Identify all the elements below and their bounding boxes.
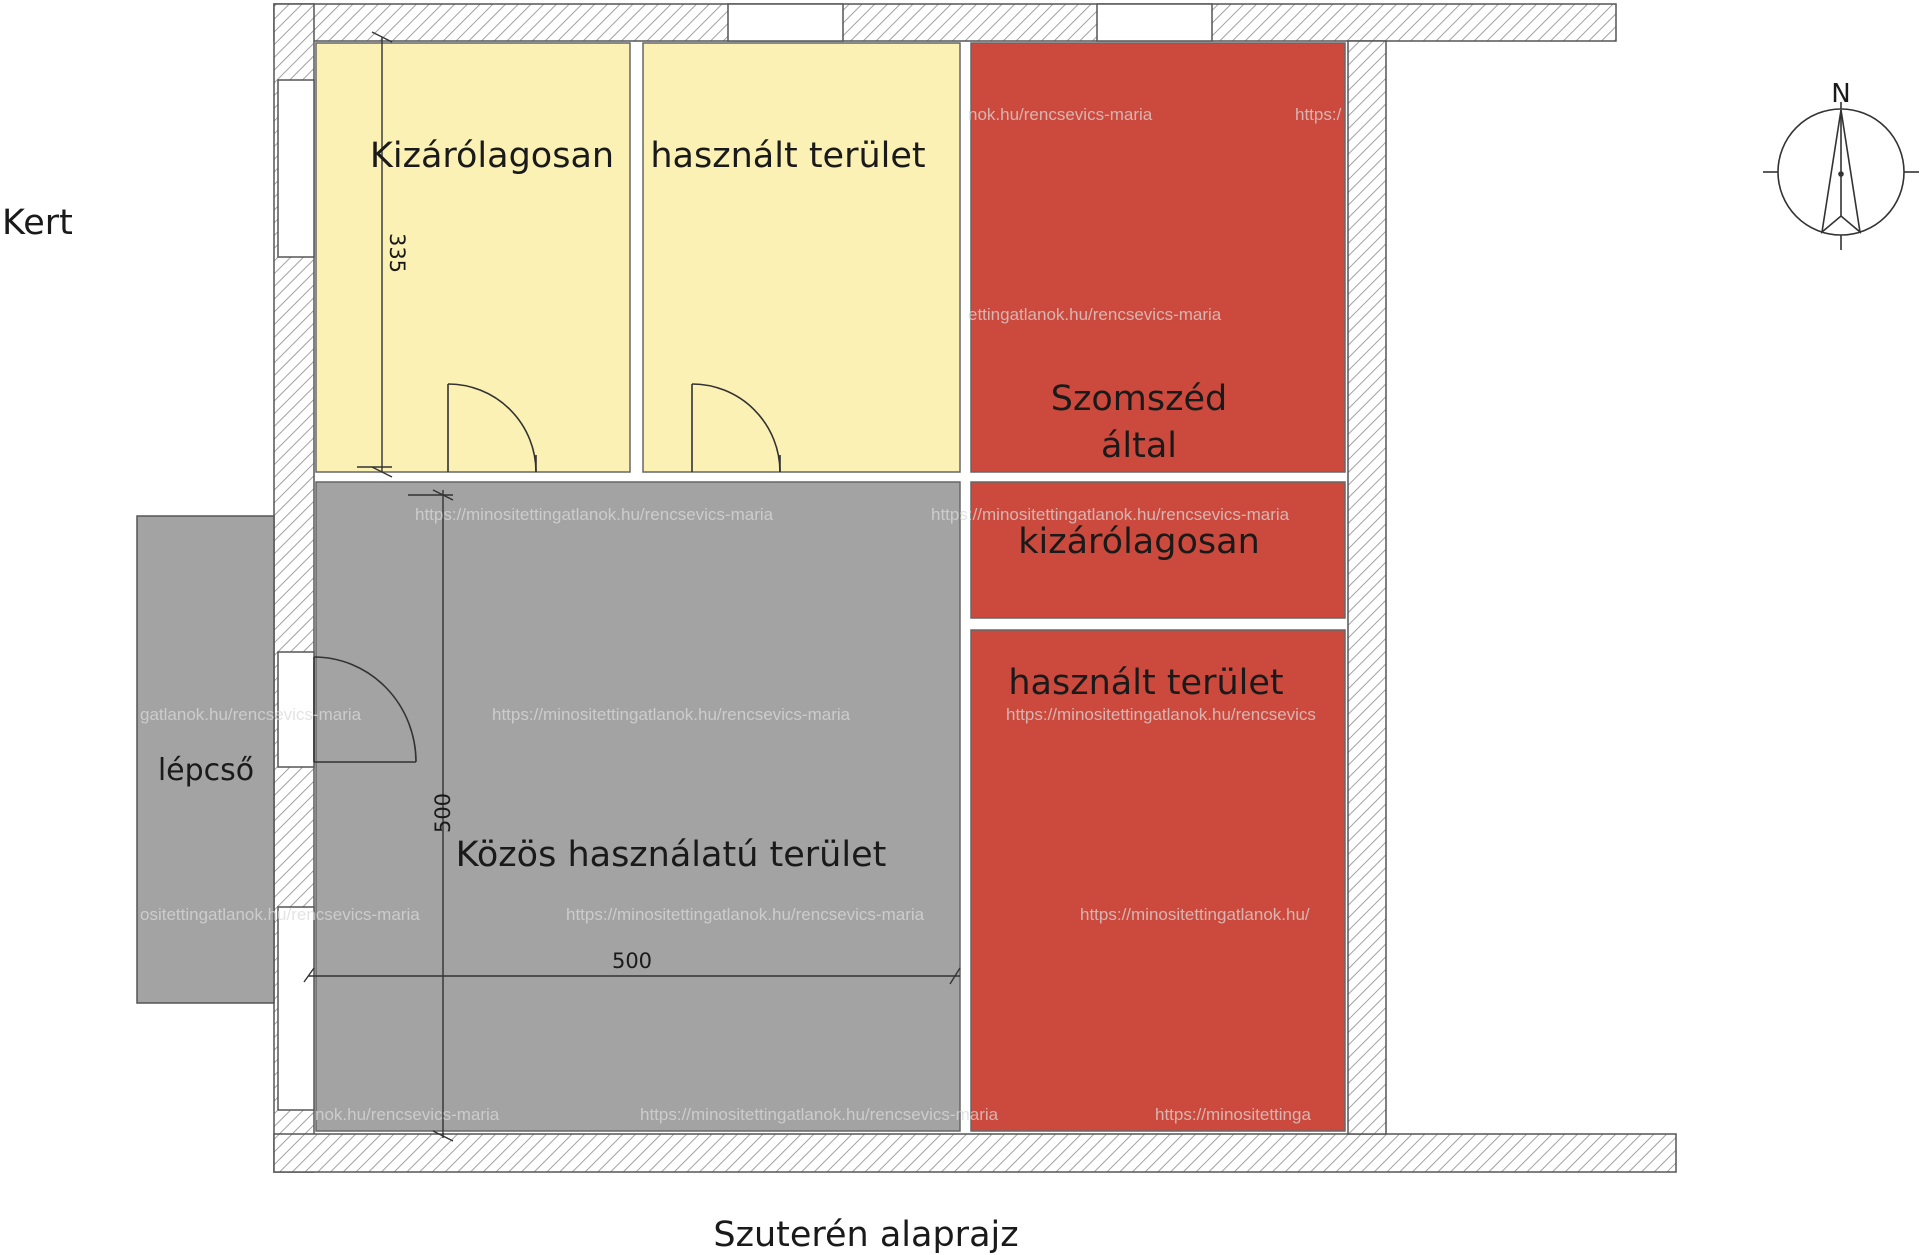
watermark: https://minositettingatlanok.hu/rencsevi… [931, 505, 1290, 524]
doors [313, 383, 781, 763]
dim-tick [371, 466, 393, 478]
rooms [315, 42, 1346, 1132]
label-stair: lépcső [158, 753, 254, 788]
watermark: nok.hu/rencsevics-maria [315, 1105, 500, 1124]
window-left-door [277, 651, 315, 768]
watermarks: nok.hu/rencsevics-maria https:/ ettingat… [140, 105, 1342, 1124]
watermark: nok.hu/rencsevics-maria [968, 105, 1153, 124]
label-common: Közös használatú terület [456, 835, 887, 875]
watermark: https://minositettingatlanok.hu/rencsevi… [492, 705, 851, 724]
dim-tick [949, 967, 961, 985]
north-label: N [1831, 79, 1850, 109]
dim-label-common-width: 500 [612, 949, 652, 973]
window-top-right [1096, 3, 1213, 42]
dim-tick [432, 1130, 454, 1142]
door-yellow-left [447, 383, 537, 473]
door-common-entrance [313, 656, 417, 763]
plan-caption: Szuterén alaprajz [713, 1215, 1018, 1255]
label-red-line3: kizárólagosan [1018, 522, 1260, 562]
label-red-line2: által [1101, 426, 1177, 466]
label-yellow-right: használt terület [650, 136, 925, 176]
label-red-line4: használt terület [1008, 663, 1283, 703]
wall-top [273, 3, 1617, 42]
watermark: https://minositettingatlanok.hu/rencsevi… [415, 505, 774, 524]
dim-tick [303, 967, 315, 983]
watermark: gatlanok.hu/rencsevics-maria [140, 705, 362, 724]
wall-right [1347, 40, 1387, 1135]
room-red-top [970, 42, 1346, 473]
watermark: ositettingatlanok.hu/rencsevics-maria [140, 905, 420, 924]
window-left-lower [277, 906, 315, 1111]
room-common [315, 481, 961, 1132]
room-yellow-left [315, 42, 631, 473]
window-top-left [727, 3, 844, 42]
dim-label-common-height: 500 [431, 793, 455, 833]
dimension-lines [303, 31, 961, 1142]
watermark: https:/ [1295, 105, 1342, 124]
label-garden: Kert [2, 203, 73, 243]
room-red-bottom [970, 629, 1346, 1132]
dim-tick [371, 31, 393, 43]
stair-block [136, 515, 275, 1004]
watermark: https://minositettingatlanok.hu/ [1080, 905, 1310, 924]
wall-bottom [273, 1133, 1677, 1173]
door-yellow-right [691, 383, 781, 473]
watermark: https://minositettingatlanok.hu/rencsevi… [1006, 705, 1316, 724]
dim-label-yellow-height: 335 [385, 233, 409, 273]
windows [277, 3, 1213, 1111]
watermark: ettingatlanok.hu/rencsevics-maria [968, 305, 1222, 324]
watermark: https://minositettingatlanok.hu/rencsevi… [640, 1105, 999, 1124]
north-arrow-icon [1763, 102, 1919, 250]
room-yellow-right [642, 42, 961, 473]
watermark: https://minositettingatlanok.hu/rencsevi… [566, 905, 925, 924]
window-left-upper [277, 79, 315, 258]
room-red-middle [970, 481, 1346, 619]
label-red-line1: Szomszéd [1051, 379, 1227, 419]
label-yellow-left: Kizárólagosan [370, 136, 614, 176]
watermark: https://minositettinga [1155, 1105, 1311, 1124]
